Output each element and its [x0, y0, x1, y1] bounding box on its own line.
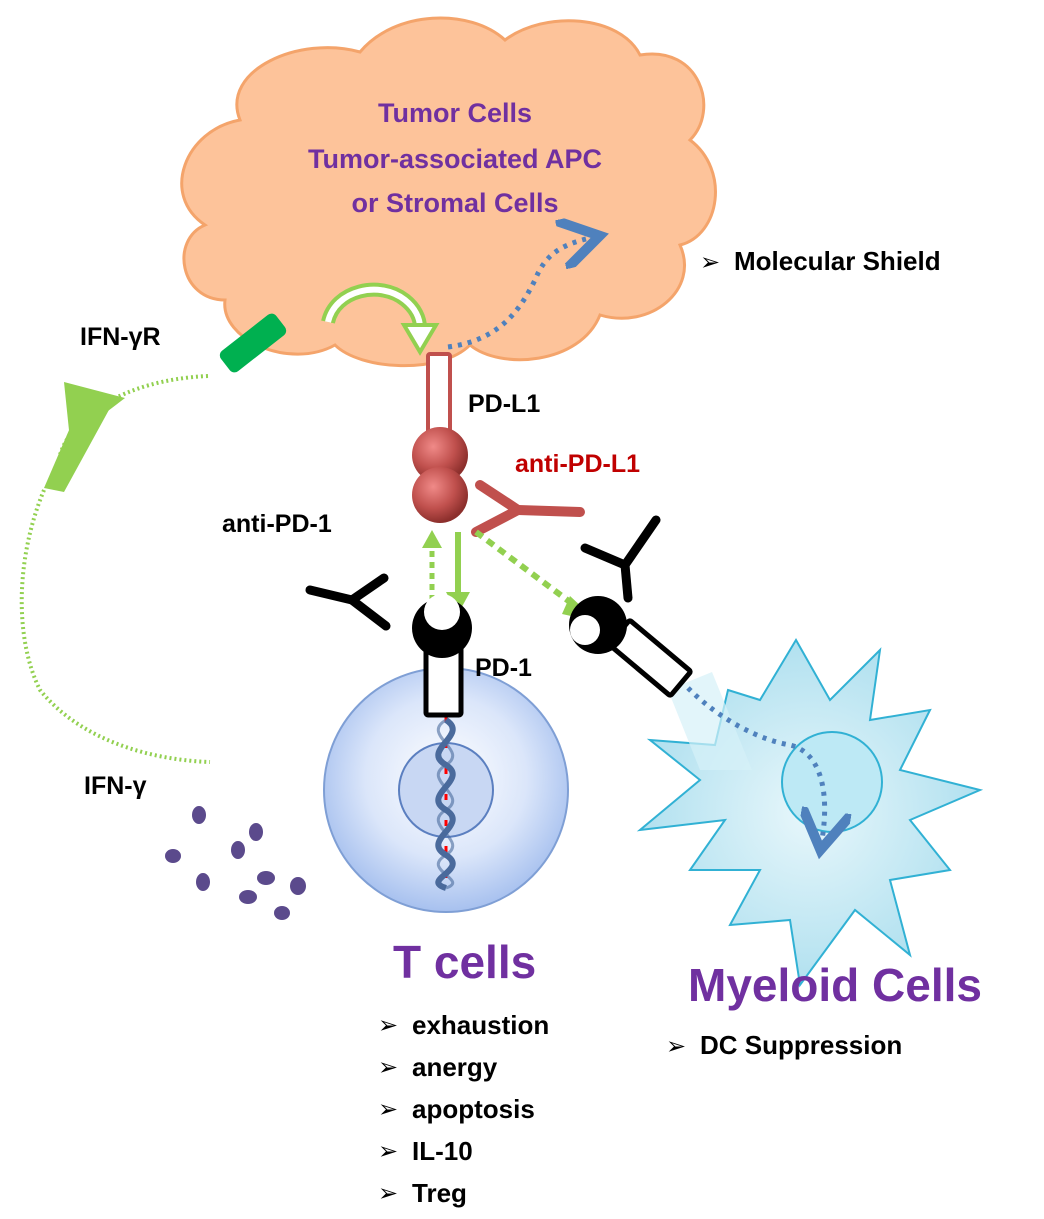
bullet-arrow-icon: ➢: [378, 1179, 399, 1207]
molecular-shield-label: ➢Molecular Shield: [700, 246, 941, 276]
ifn-gamma-molecules: [165, 806, 306, 920]
ifn-gamma-receptor: [219, 313, 287, 373]
ifn-gamma-r-label: IFN-γR: [80, 323, 161, 351]
list-item: ➢apoptosis: [378, 1093, 535, 1124]
list-item: ➢IL-10: [378, 1135, 473, 1166]
bullet-arrow-icon: ➢: [666, 1033, 687, 1060]
bullet-arrow-icon: ➢: [378, 1095, 399, 1123]
t-cells-title: T cells: [393, 936, 537, 988]
t-cell-effects-list: ➢exhaustion ➢anergy ➢apoptosis ➢IL-10 ➢T…: [378, 1004, 549, 1214]
list-item: ➢Treg: [378, 1177, 467, 1208]
pd-l1-label: PD-L1: [468, 390, 541, 418]
tumor-label-line2: Tumor-associated APC: [307, 144, 603, 174]
pd-1-label: PD-1: [475, 654, 532, 682]
anti-pd-1-label: anti-PD-1: [222, 510, 332, 538]
bullet-arrow-icon: ➢: [378, 1137, 399, 1165]
molecular-shield-arrow: [447, 238, 590, 350]
dna-helix-icon: [435, 716, 456, 891]
dc-suppression-label: ➢DC Suppression: [666, 1030, 903, 1060]
tumor-label-line3: or Stromal Cells: [351, 188, 559, 218]
myeloid-cells-title: Myeloid Cells: [688, 959, 982, 1011]
dc-suppression-arrow: [686, 686, 825, 840]
pd-l1-domain-upper: [412, 427, 468, 483]
anti-pd-1-antibody-left: [305, 573, 391, 631]
list-item: ➢exhaustion: [378, 1009, 550, 1040]
anti-pd-1-antibody-right: [580, 515, 661, 603]
bullet-arrow-icon: ➢: [700, 249, 721, 276]
pd-1-receptor-myeloid: [569, 596, 693, 698]
pd-l1-induction-arrow: [321, 282, 440, 356]
tumor-label-line1: Tumor Cells: [377, 98, 533, 128]
pd-l1-domain-lower: [412, 467, 468, 523]
bullet-arrow-icon: ➢: [378, 1053, 399, 1081]
anti-pd-l1-antibody: [471, 480, 585, 537]
pd-1-receptor-t-cell: [412, 594, 472, 718]
bullet-arrow-icon: ➢: [378, 1011, 399, 1039]
myeloid-cell: [636, 638, 984, 988]
tumor-cloud: [180, 16, 717, 368]
anti-pd-l1-label: anti-PD-L1: [515, 450, 640, 478]
ifn-gamma-label: IFN-γ: [84, 772, 147, 800]
ifn-gamma-loop-arrow: [19, 374, 211, 764]
list-item: ➢anergy: [378, 1051, 498, 1082]
